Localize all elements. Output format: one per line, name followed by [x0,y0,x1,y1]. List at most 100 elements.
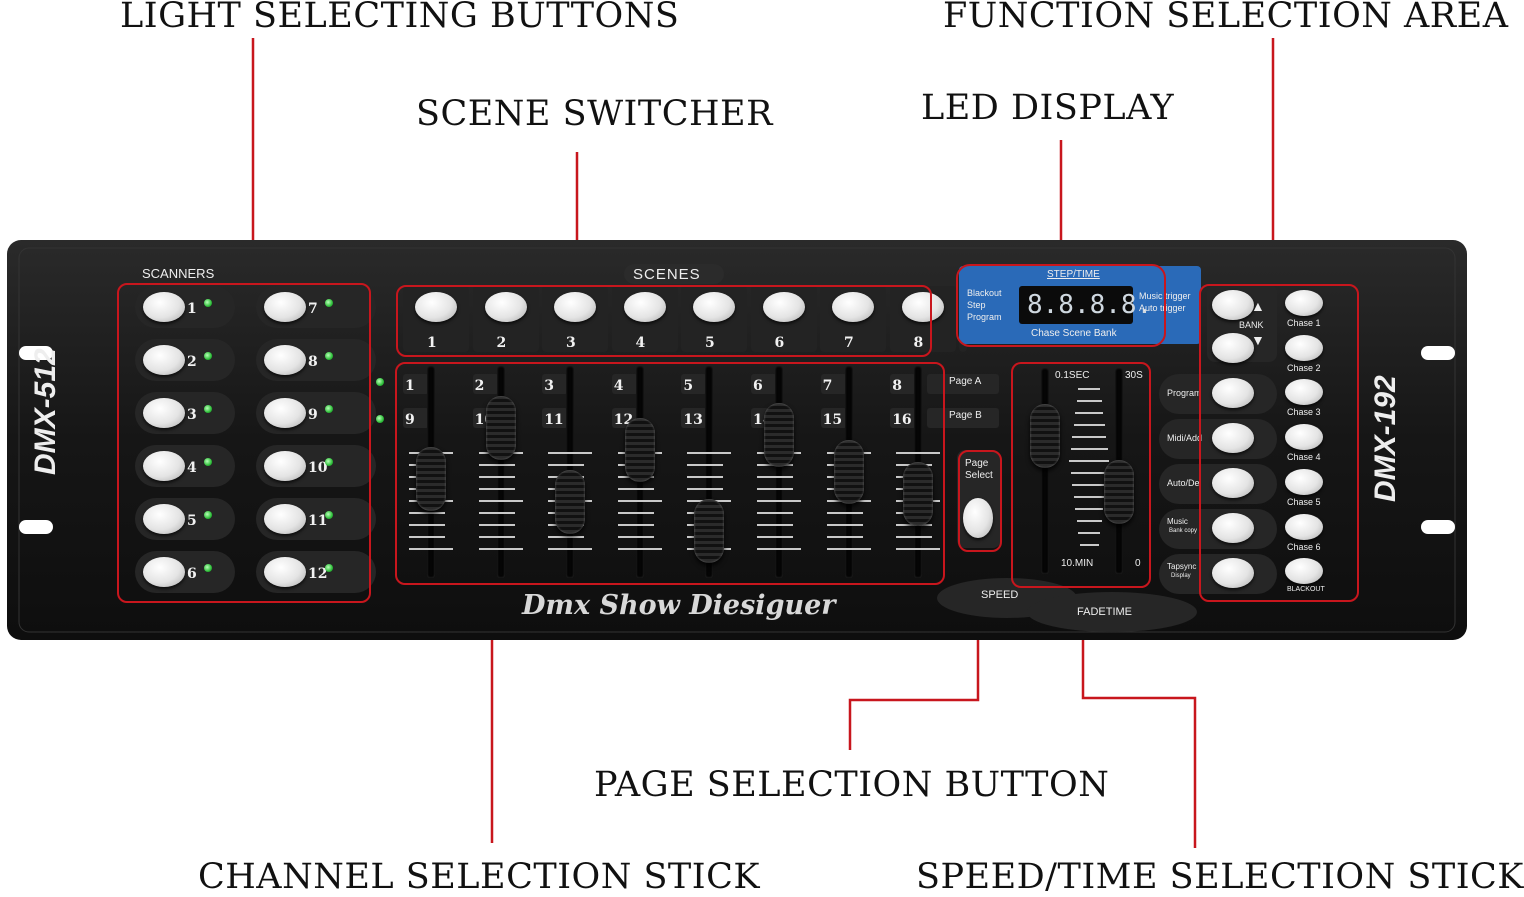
function-label: Program [1167,388,1202,398]
fader-tick [896,536,933,538]
scanner-number: 6 [187,566,197,582]
scanner-button[interactable] [264,398,306,428]
channel-fader-knob[interactable] [764,403,794,467]
scanner-led [325,299,333,307]
scanner-number: 2 [187,354,197,370]
scanner-button[interactable] [264,292,306,322]
fader-tick [478,488,515,490]
scene-button[interactable] [623,292,666,322]
page-b-led [376,415,384,423]
scanner-button[interactable] [143,504,185,534]
scene-button[interactable] [484,292,527,322]
fader-tick [757,512,793,514]
channel-label-bg [611,374,638,394]
highlight-channels [395,362,945,585]
highlight-page-select [958,450,1002,552]
page-select-button[interactable] [963,498,993,538]
channel-fader-knob[interactable] [485,395,516,460]
fader-tick [687,452,732,454]
channel-fader-knob[interactable] [555,469,586,534]
speed-label: SPEED [981,589,1019,601]
scanner-button[interactable] [264,451,306,481]
speed-tick [1075,508,1103,510]
callout-light-selecting-buttons: LIGHT SELECTING BUTTONS [120,0,680,36]
fader-tick [548,536,585,538]
scene-button[interactable] [693,292,735,322]
scanner-button[interactable] [143,398,185,428]
speed-tick [1076,520,1102,522]
fader-tick [478,464,515,466]
function-button[interactable] [1212,423,1254,453]
speed-tick [1069,460,1109,462]
scanner-button[interactable] [264,557,306,587]
scanner-led [204,299,212,307]
chase-button[interactable] [1285,513,1323,540]
function-button[interactable] [1212,513,1254,543]
display-footer: Chase Scene Bank [1031,328,1117,339]
bank-down-button[interactable] [1212,333,1254,363]
channel-fader-knob[interactable] [903,462,934,527]
channel-number: 16 [892,412,912,428]
scanner-number: 3 [187,407,197,423]
channel-fader-knob[interactable] [416,447,446,512]
fader-tick [409,536,445,538]
scanner-button[interactable] [143,292,185,322]
channel-fader-knob[interactable] [624,417,655,482]
fader-tick [548,464,585,466]
callout-scene-switcher: SCENE SWITCHER [416,94,773,134]
scanner-button[interactable] [264,345,306,375]
chase-button[interactable] [1285,379,1323,406]
function-label: Tapsync [1167,562,1197,571]
scene-number: 4 [635,335,646,351]
scanner-led [204,405,212,413]
scanner-button[interactable] [264,504,306,534]
scanner-led [204,564,212,572]
bank-up-button[interactable] [1212,290,1254,320]
function-button[interactable] [1212,558,1254,588]
channel-number: 4 [613,378,624,394]
scanner-number: 4 [187,460,197,476]
scene-number: 2 [496,335,507,351]
fader-track [775,366,783,578]
chase-button[interactable] [1285,424,1323,451]
scene-button[interactable] [832,292,874,322]
scene-button[interactable] [901,292,944,322]
fader-tick [896,452,941,454]
scene-number: 3 [566,335,576,351]
channel-fader-knob[interactable] [694,499,725,564]
function-button[interactable] [1212,378,1254,408]
display-left-label: Blackout [967,288,1002,298]
channel-fader-knob[interactable] [833,440,864,504]
channel-label-bg [751,374,777,394]
channel-label-bg [403,374,429,394]
fader-tick [409,524,445,526]
scanner-button[interactable] [143,557,185,587]
chase-button[interactable] [1285,558,1323,585]
chase-button[interactable] [1285,334,1323,361]
speed-track [1041,368,1049,574]
highlight-display [956,264,1166,347]
scenes-title-bg [624,264,724,284]
speed-fader-knob[interactable] [1030,403,1060,468]
scene-button[interactable] [415,292,457,322]
highlight-functions [1199,284,1359,602]
fader-tick [687,476,724,478]
scanner-button[interactable] [143,345,185,375]
fader-tick [548,548,593,550]
bank-down-arrow-icon: ▼ [1251,332,1265,348]
scanner-number: 8 [308,354,318,370]
function-button[interactable] [1212,468,1254,498]
channel-number: 8 [892,378,902,394]
chase-button[interactable] [1285,290,1323,316]
fade-top-label: 30S [1125,370,1143,381]
fade-fader-knob[interactable] [1104,460,1134,525]
scanner-number: 10 [308,460,328,476]
channel-number: 2 [474,378,485,394]
chase-button[interactable] [1285,468,1323,495]
scanner-button[interactable] [143,451,185,481]
scene-button[interactable] [762,292,805,322]
scene-number: 7 [844,335,854,351]
scene-button[interactable] [554,292,596,322]
function-label: Music [1167,517,1188,526]
